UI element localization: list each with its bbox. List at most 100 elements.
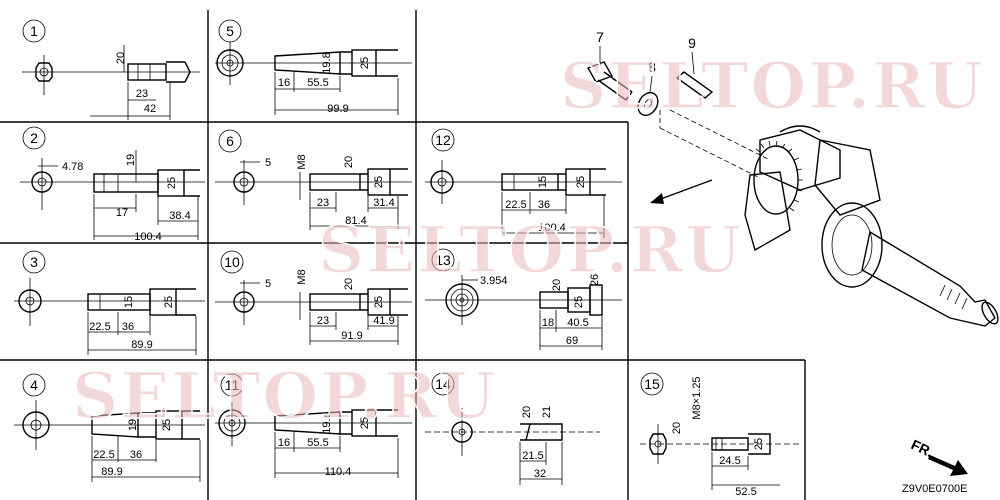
panel-10: 10 5 M8 20 25 23 41.9 91.9 xyxy=(215,250,412,345)
dim-label: 32 xyxy=(534,468,546,480)
dim-label: 55.5 xyxy=(307,437,328,449)
dim-label: 36 xyxy=(538,199,550,211)
dim-label: 38.4 xyxy=(169,210,190,222)
dim-label: 25 xyxy=(166,177,178,189)
panel-number: 1 xyxy=(30,23,38,39)
dim-label: 25 xyxy=(163,296,175,308)
panel-number: 13 xyxy=(435,252,451,268)
gear-end-icon xyxy=(649,433,667,455)
panel-number: 12 xyxy=(435,132,451,148)
dim-label: 18 xyxy=(542,317,554,329)
crankshaft xyxy=(744,125,999,327)
dim-label: 69 xyxy=(566,335,578,347)
dim-label: 19.8 xyxy=(321,412,333,433)
dim-label: 25 xyxy=(373,296,385,308)
panel-number: 11 xyxy=(225,377,240,393)
dim-label: 99.9 xyxy=(327,103,348,115)
dim-label: 25 xyxy=(573,296,585,308)
dim-label: 41.9 xyxy=(373,315,394,327)
panel-number: 15 xyxy=(644,376,660,392)
watermark: SELTOP.RU xyxy=(318,213,743,288)
fr-arrow-icon xyxy=(928,455,968,476)
dim-label: 23 xyxy=(136,88,148,100)
dim-label: 20 xyxy=(115,52,127,64)
panel-13: 13 3.954 20 26 25 18 40.5 69 xyxy=(425,248,622,350)
panel-number-circle xyxy=(22,19,46,43)
dim-label: 100.4 xyxy=(538,222,566,234)
dim-label: 15 xyxy=(123,296,135,308)
shaft-end xyxy=(127,63,167,81)
dim-label: 89.9 xyxy=(101,466,122,478)
dim-label: 25 xyxy=(373,176,385,188)
dim-label: 110.4 xyxy=(325,466,352,478)
dim-label: 5 xyxy=(265,157,271,169)
panel-number: 4 xyxy=(30,377,38,393)
dim-label: 31.4 xyxy=(373,197,394,209)
panel-number: 3 xyxy=(30,254,38,270)
part-label: 8 xyxy=(648,59,656,75)
dim-label: 22.5 xyxy=(93,449,114,461)
panel-6: 6 5 M8 20 25 23 31.4 81.4 xyxy=(215,129,412,230)
key-part xyxy=(675,71,714,99)
panel-number: 6 xyxy=(226,133,234,149)
dim-label: 25 xyxy=(359,417,371,429)
panel-12: 12 15 25 22.5 36 100.4 xyxy=(425,128,622,238)
panel-15: 15 M8×1.25 20 25 24.5 52.5 xyxy=(640,372,800,498)
direction-arrow xyxy=(650,179,713,204)
washer-part xyxy=(637,91,659,117)
dim-label: 5 xyxy=(265,278,271,290)
gear-end-icon xyxy=(35,62,53,82)
panel-5: 5 19.8 25 16 55.5 99.9 xyxy=(215,19,412,115)
dim-label: 22.5 xyxy=(505,199,526,211)
panel-number: 5 xyxy=(226,23,234,39)
dim-label: 100.4 xyxy=(134,231,162,243)
dim-label: 25 xyxy=(753,438,765,450)
shaft-end-circle xyxy=(31,171,53,193)
dim-label: 81.4 xyxy=(345,215,366,227)
dim-label: 20 xyxy=(671,422,683,434)
dim-label: 40.5 xyxy=(567,317,588,329)
dim-label: 21.5 xyxy=(522,450,543,462)
dim-label: 22.5 xyxy=(89,321,110,333)
dim-label: 23 xyxy=(317,197,329,209)
dim-label: 20 xyxy=(343,278,355,290)
dim-label: 25 xyxy=(161,419,173,431)
panel-number: 14 xyxy=(435,376,451,392)
dim-label: 36 xyxy=(130,449,142,461)
panel-14: 14 20 21 21.5 32 xyxy=(425,372,600,485)
watermark: SELTOP.RU xyxy=(72,359,497,434)
panel-1: 1 20 23 42 xyxy=(22,19,200,120)
dim-label: 20 xyxy=(551,279,563,291)
dim-label: 20 xyxy=(521,406,533,418)
dim-label: 19 xyxy=(127,419,139,431)
dim-label: 3.954 xyxy=(480,275,508,287)
dim-label: 4.78 xyxy=(62,161,83,173)
dim-label: 19.8 xyxy=(321,52,333,73)
panel-number: 2 xyxy=(30,130,38,146)
panel-4: 4 19 25 22.5 36 89.9 xyxy=(14,373,205,482)
dim-label: 36 xyxy=(122,321,134,333)
dim-label: M8 xyxy=(296,154,308,169)
part-label: 9 xyxy=(688,35,696,51)
dim-label: 19 xyxy=(125,154,137,166)
dim-label: 20 xyxy=(343,156,355,168)
dim-label: 52.5 xyxy=(735,486,756,498)
crankshaft-exploded-view: 7 8 9 xyxy=(586,29,999,327)
dim-label: 17 xyxy=(116,207,128,219)
dim-label: 55.5 xyxy=(307,77,328,89)
dim-label: 26 xyxy=(589,274,601,286)
figure-code: Z9V0E0700E xyxy=(902,483,967,495)
dim-label: 21 xyxy=(541,406,553,418)
panel-number: 10 xyxy=(224,254,240,270)
bolt-part xyxy=(586,61,633,101)
panel-11: 11 19.8 25 16 55.5 110.4 xyxy=(215,373,412,478)
dim-label: 16 xyxy=(278,77,290,89)
dim-label: 25 xyxy=(575,176,587,188)
dim-label: 24.5 xyxy=(719,455,740,467)
front-direction-indicator: FR. xyxy=(909,436,968,476)
dim-label: 42 xyxy=(144,103,156,115)
watermark-layer: SELTOP.RU SELTOP.RU SELTOP.RU xyxy=(71,48,983,435)
dim-label: M8×1.25 xyxy=(691,376,703,419)
